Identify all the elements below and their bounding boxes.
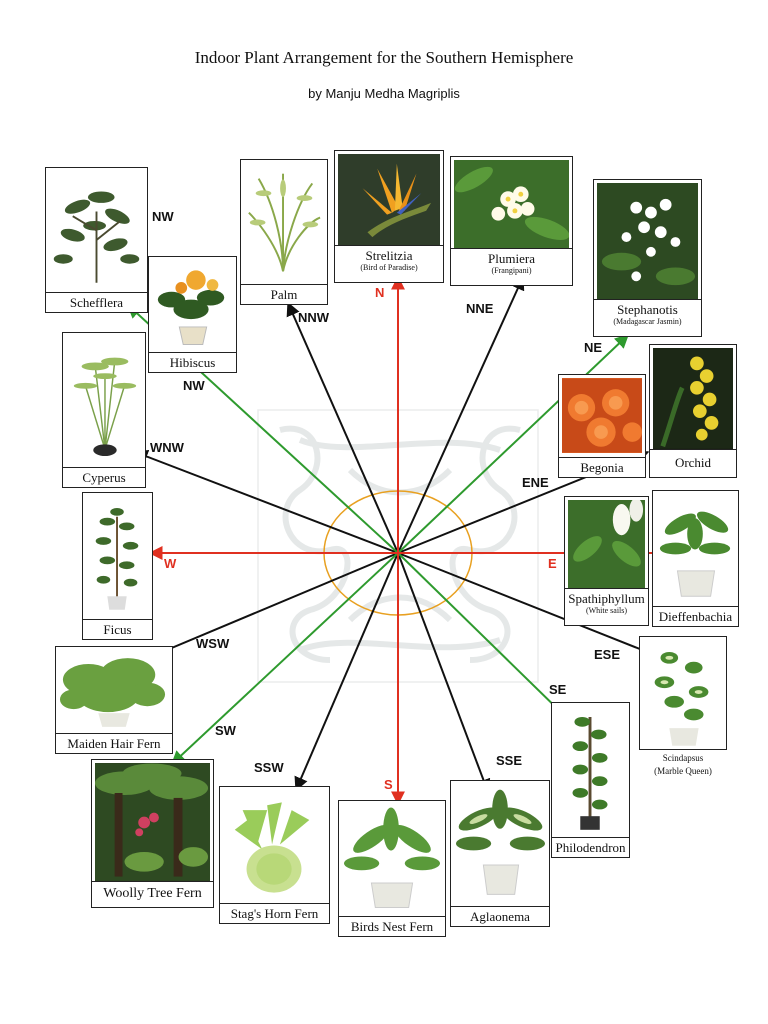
plant-card-strelitzia: Strelitzia(Bird of Paradise) [334,150,444,283]
orchid-plant-image [653,348,733,449]
plant-card-stephanotis: Stephanotis(Madagascar Jasmin) [593,179,702,337]
stags-horn-fern-label: Stag's Horn Fern [220,903,329,923]
arrow-sse [398,553,488,792]
begonia-plant-image [562,378,642,453]
arrow-sw [172,553,398,764]
plant-card-maiden-hair-fern: Maiden Hair Fern [55,646,173,754]
schefflera-plant-image [49,171,144,288]
orchid-label: Orchid [650,449,736,477]
plant-card-orchid: Orchid [649,344,737,478]
plant-card-cyperus: Cyperus [62,332,146,488]
label-nw-top: NW [152,209,174,224]
label-ne: NE [584,340,602,355]
plant-card-ficus: Ficus [82,492,153,640]
scindapsus-plant-image [639,636,727,750]
label-ene: ENE [522,475,549,490]
dieffenbachia-label: Dieffenbachia [653,606,738,626]
strelitzia-label: Strelitzia(Bird of Paradise) [335,245,443,282]
ficus-plant-image [86,496,149,615]
maiden-hair-fern-plant-image [59,650,169,729]
stephanotis-plant-image [597,183,698,299]
birds-nest-fern-label: Birds Nest Fern [339,916,445,936]
hibiscus-plant-image [152,260,233,348]
label-ese: ESE [594,647,620,662]
arrow-wnw [135,452,398,553]
label-wsw: WSW [196,636,229,651]
begonia-label: Begonia [559,457,645,477]
arrow-nnw [288,303,398,553]
arrow-se [398,553,572,723]
plant-card-scindapsus: Scindapsus(Marble Queen) [639,636,727,786]
philodendron-plant-image [555,706,626,833]
label-s: S [384,777,393,792]
label-wnw: WNW [150,440,184,455]
plant-card-philodendron: Philodendron [551,702,630,858]
plant-card-schefflera: Schefflera [45,167,148,313]
label-w: W [164,556,176,571]
stags-horn-fern-plant-image [223,790,326,899]
birds-nest-fern-plant-image [342,804,442,912]
cyperus-plant-image [66,336,142,463]
label-se: SE [549,682,566,697]
label-nnw: NNW [298,310,329,325]
plant-card-palm: Palm [240,159,328,305]
scindapsus-label: Scindapsus(Marble Queen) [639,750,727,786]
label-sse: SSE [496,753,522,768]
maiden-hair-fern-label: Maiden Hair Fern [56,733,172,753]
plant-card-spathiphyllum: Spathiphyllum(White sails) [564,496,649,626]
label-nw-inner: NW [183,378,205,393]
label-nne: NNE [466,301,493,316]
philodendron-label: Philodendron [552,837,629,857]
label-e: E [548,556,557,571]
plant-card-stags-horn-fern: Stag's Horn Fern [219,786,330,924]
aglaonema-plant-image [454,784,546,902]
spathiphyllum-label: Spathiphyllum(White sails) [565,588,648,625]
plumiera-label: Plumiera(Frangipani) [451,248,572,285]
plant-card-birds-nest-fern: Birds Nest Fern [338,800,446,937]
strelitzia-plant-image [338,154,440,245]
plumiera-plant-image [454,160,569,248]
ficus-label: Ficus [83,619,152,639]
plant-card-hibiscus: Hibiscus [148,256,237,373]
schefflera-label: Schefflera [46,292,147,312]
arrow-nne [398,277,523,553]
stephanotis-label: Stephanotis(Madagascar Jasmin) [594,299,701,336]
woolly-tree-fern-label: Woolly Tree Fern [92,881,213,907]
label-n: N [375,285,384,300]
label-sw: SW [215,723,236,738]
dieffenbachia-plant-image [656,494,735,602]
palm-label: Palm [241,284,327,304]
plant-card-dieffenbachia: Dieffenbachia [652,490,739,627]
hibiscus-label: Hibiscus [149,352,236,372]
plant-card-aglaonema: Aglaonema [450,780,550,927]
plant-card-woolly-tree-fern: Woolly Tree Fern [91,759,214,908]
palm-plant-image [244,163,324,280]
woolly-tree-fern-plant-image [95,763,210,881]
cyperus-label: Cyperus [63,467,145,487]
spathiphyllum-plant-image [568,500,645,588]
plant-card-plumiera: Plumiera(Frangipani) [450,156,573,286]
label-ssw: SSW [254,760,284,775]
aglaonema-label: Aglaonema [451,906,549,926]
plant-card-begonia: Begonia [558,374,646,478]
